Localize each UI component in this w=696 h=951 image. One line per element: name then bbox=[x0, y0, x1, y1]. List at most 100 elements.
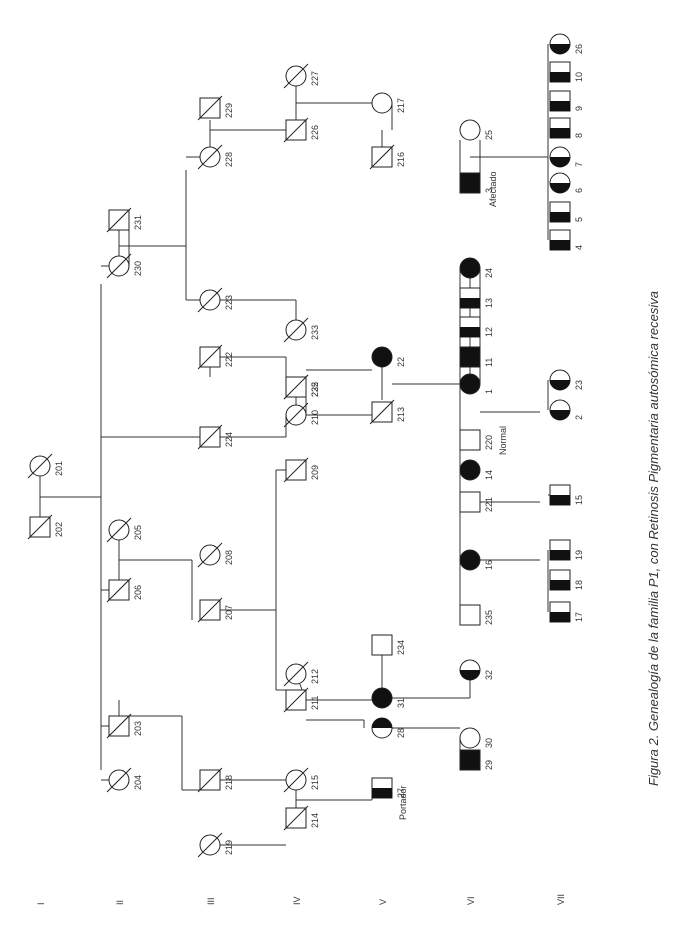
individual-211 bbox=[283, 687, 309, 713]
individual-214 bbox=[283, 805, 309, 831]
carrier-shade bbox=[550, 101, 570, 111]
individual-label: 223 bbox=[224, 295, 234, 310]
male-symbol bbox=[459, 429, 481, 451]
individual-24 bbox=[459, 257, 481, 279]
deceased-slash bbox=[197, 424, 223, 450]
deceased-slash bbox=[197, 344, 223, 370]
female-symbol bbox=[371, 346, 393, 368]
individual-203 bbox=[106, 713, 132, 739]
individual-26 bbox=[549, 33, 571, 55]
individual-12 bbox=[459, 316, 481, 338]
male-symbol bbox=[459, 346, 481, 368]
female-symbol bbox=[371, 687, 393, 709]
female-symbol bbox=[459, 119, 481, 141]
individual-label: 227 bbox=[310, 71, 320, 86]
individual-label: 230 bbox=[133, 261, 143, 276]
deceased-slash bbox=[197, 542, 223, 568]
individual-233 bbox=[283, 317, 309, 343]
deceased-slash bbox=[106, 517, 132, 543]
individual-212 bbox=[283, 661, 309, 687]
individual-28 bbox=[371, 717, 393, 739]
pedigree-individuals bbox=[27, 33, 571, 858]
deceased-slash bbox=[369, 399, 395, 425]
carrier-shade bbox=[460, 298, 480, 308]
status-label-carrier: Portador bbox=[398, 785, 408, 820]
generation-label-V: V bbox=[378, 899, 388, 905]
female-symbol bbox=[459, 727, 481, 749]
female-symbol bbox=[459, 373, 481, 395]
individual-label: 19 bbox=[574, 550, 584, 560]
individual-label: 222 bbox=[224, 352, 234, 367]
deceased-slash bbox=[27, 453, 53, 479]
individual-223 bbox=[197, 287, 223, 313]
individual-label: 4 bbox=[574, 245, 584, 250]
individual-label: 30 bbox=[484, 738, 494, 748]
individual-227 bbox=[283, 63, 309, 89]
individual-label: 13 bbox=[484, 298, 494, 308]
deceased-slash bbox=[106, 207, 132, 233]
carrier-shade bbox=[550, 580, 570, 590]
generation-label-II: II bbox=[115, 900, 125, 905]
carrier-shade bbox=[550, 157, 570, 167]
individual-18 bbox=[549, 569, 571, 591]
deceased-slash bbox=[197, 95, 223, 121]
individual-label: 233 bbox=[310, 325, 320, 340]
deceased-slash bbox=[283, 117, 309, 143]
individual-215 bbox=[283, 767, 309, 793]
individual-label: 202 bbox=[54, 522, 64, 537]
deceased-slash bbox=[283, 661, 309, 687]
individual-6 bbox=[549, 172, 571, 194]
individual-226 bbox=[283, 117, 309, 143]
carrier-shade bbox=[460, 327, 480, 337]
carrier-shade bbox=[550, 380, 570, 390]
individual-label: 28 bbox=[396, 728, 406, 738]
individual-224 bbox=[197, 424, 223, 450]
individual-220 bbox=[459, 429, 481, 451]
carrier-shade bbox=[550, 44, 570, 54]
individual-222 bbox=[197, 344, 223, 370]
deceased-slash bbox=[283, 63, 309, 89]
individual-label: 220 bbox=[484, 435, 494, 450]
individual-label: 218 bbox=[224, 775, 234, 790]
carrier-shade bbox=[550, 612, 570, 622]
carrier-shade bbox=[550, 212, 570, 222]
individual-label: 205 bbox=[133, 525, 143, 540]
individual-9 bbox=[549, 90, 571, 112]
individual-label: 206 bbox=[133, 585, 143, 600]
carrier-shade bbox=[460, 670, 480, 680]
generation-label-VII: VII bbox=[556, 894, 566, 905]
individual-label: 31 bbox=[396, 698, 406, 708]
individual-label: 225 bbox=[310, 382, 320, 397]
individual-label: 6 bbox=[574, 188, 584, 193]
individual-label: 232 bbox=[310, 382, 320, 397]
individual-label: 224 bbox=[224, 432, 234, 447]
individual-1 bbox=[459, 373, 481, 395]
generation-label-I: I bbox=[36, 902, 46, 905]
deceased-slash bbox=[106, 253, 132, 279]
individual-7 bbox=[549, 146, 571, 168]
individual-label: 2 bbox=[574, 415, 584, 420]
individual-15 bbox=[549, 484, 571, 506]
carrier-shade bbox=[550, 550, 570, 560]
individual-label: 219 bbox=[224, 840, 234, 855]
male-symbol bbox=[371, 634, 393, 656]
individual-label: 22 bbox=[396, 357, 406, 367]
pedigree-labels: 2022012042032062052242302312192182122072… bbox=[36, 44, 584, 905]
individual-label: 212 bbox=[310, 669, 320, 684]
individual-230 bbox=[106, 253, 132, 279]
individual-208 bbox=[197, 542, 223, 568]
individual-205 bbox=[106, 517, 132, 543]
individual-label: 24 bbox=[484, 268, 494, 278]
individual-206 bbox=[106, 577, 132, 603]
individual-label: 12 bbox=[484, 327, 494, 337]
individual-4 bbox=[549, 229, 571, 251]
individual-209 bbox=[283, 457, 309, 483]
status-label-normal: Normal bbox=[498, 426, 508, 455]
male-symbol bbox=[459, 604, 481, 626]
individual-label: 210 bbox=[310, 410, 320, 425]
carrier-shade bbox=[550, 410, 570, 420]
female-symbol bbox=[371, 92, 393, 114]
individual-17 bbox=[549, 601, 571, 623]
individual-label: 18 bbox=[574, 580, 584, 590]
